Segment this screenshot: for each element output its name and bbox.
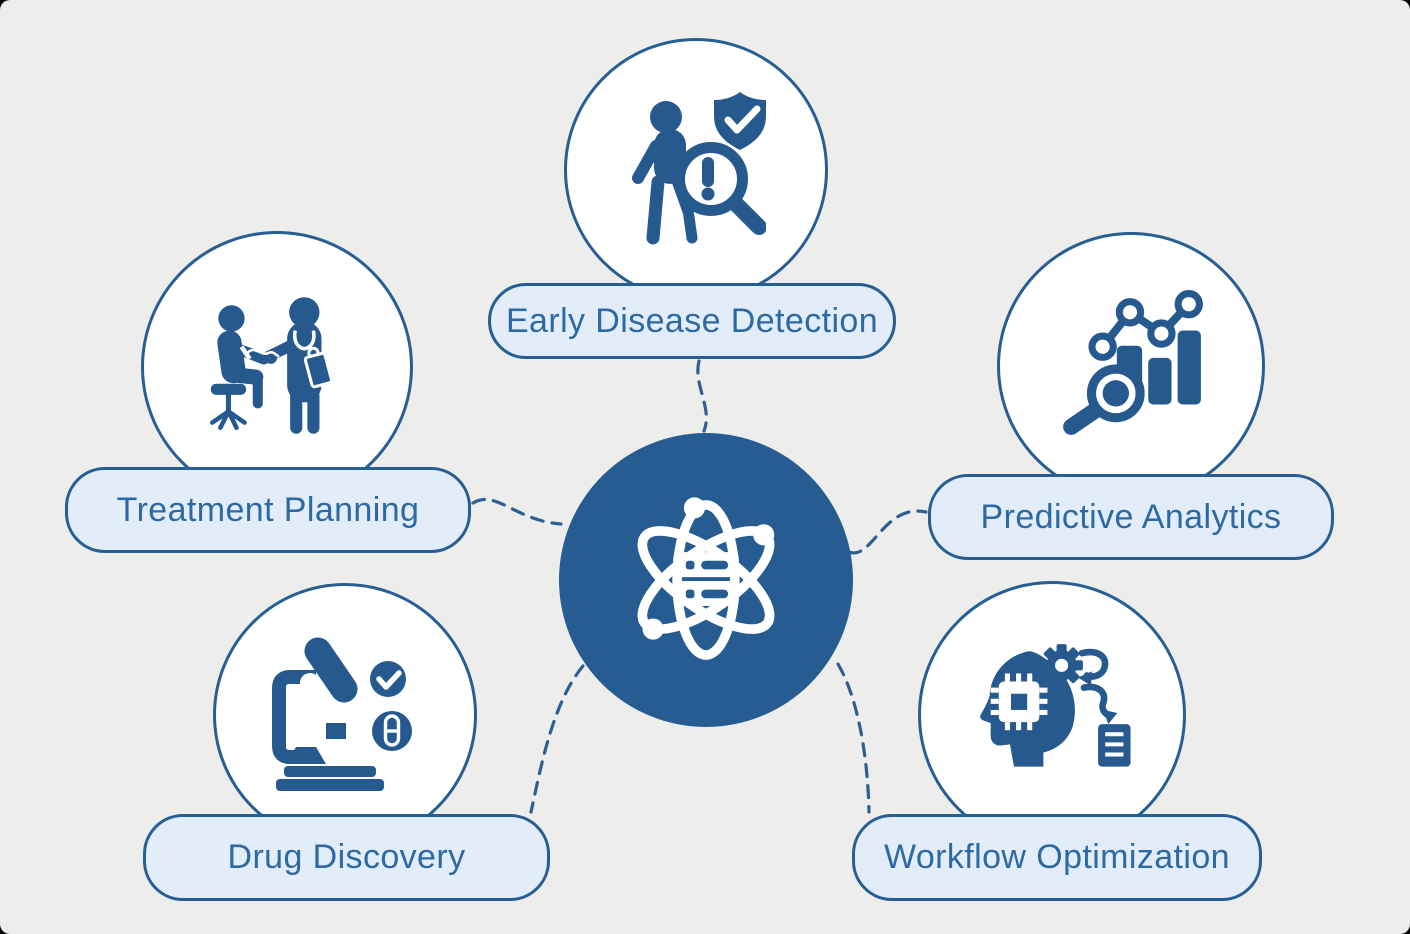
chart-magnifier-icon: [1063, 290, 1203, 435]
node-label-treatment-planning: Treatment Planning: [116, 490, 420, 529]
node-pill-early-disease-detection: Early Disease Detection: [488, 283, 896, 359]
node-pill-predictive-analytics: Predictive Analytics: [928, 474, 1334, 560]
document-icon: [1098, 724, 1131, 767]
node-pill-drug-discovery: Drug Discovery: [143, 814, 550, 901]
node-pill-treatment-planning: Treatment Planning: [65, 467, 471, 553]
check-badge-icon: [370, 661, 406, 697]
flow-arrows-icon: [1077, 648, 1118, 725]
person-magnifier-alert-shield-icon: [632, 92, 766, 245]
node-circle-workflow-optimization: [918, 581, 1186, 849]
node-circle-early-disease-detection: [564, 38, 828, 302]
center-hub-circle: [559, 433, 853, 727]
connector-right: [847, 509, 928, 555]
shield-check-icon: [714, 92, 766, 150]
connector-bottom-right: [836, 662, 871, 814]
node-label-early-disease-detection: Early Disease Detection: [505, 301, 879, 340]
node-circle-drug-discovery: [213, 583, 477, 847]
server-nucleus: [673, 552, 739, 606]
chip-icon: [990, 673, 1048, 731]
connector-bottom-left: [529, 664, 585, 814]
node-circle-treatment-planning: [141, 231, 413, 503]
connector-left: [471, 497, 563, 526]
microscope-check-pill-icon: [272, 637, 412, 791]
node-circle-predictive-analytics: [997, 232, 1265, 500]
node-label-workflow-optimization: Workflow Optimization: [884, 838, 1230, 876]
node-pill-workflow-optimization: Workflow Optimization: [852, 814, 1262, 901]
gear-icon: [1040, 644, 1083, 687]
node-label-drug-discovery: Drug Discovery: [227, 838, 466, 876]
atom-data-icon: [637, 497, 775, 660]
doctor-patient-icon: [209, 297, 334, 434]
ai-head-gear-flow-icon: [980, 644, 1131, 767]
connector-top: [696, 359, 708, 433]
node-label-predictive-analytics: Predictive Analytics: [980, 497, 1282, 536]
